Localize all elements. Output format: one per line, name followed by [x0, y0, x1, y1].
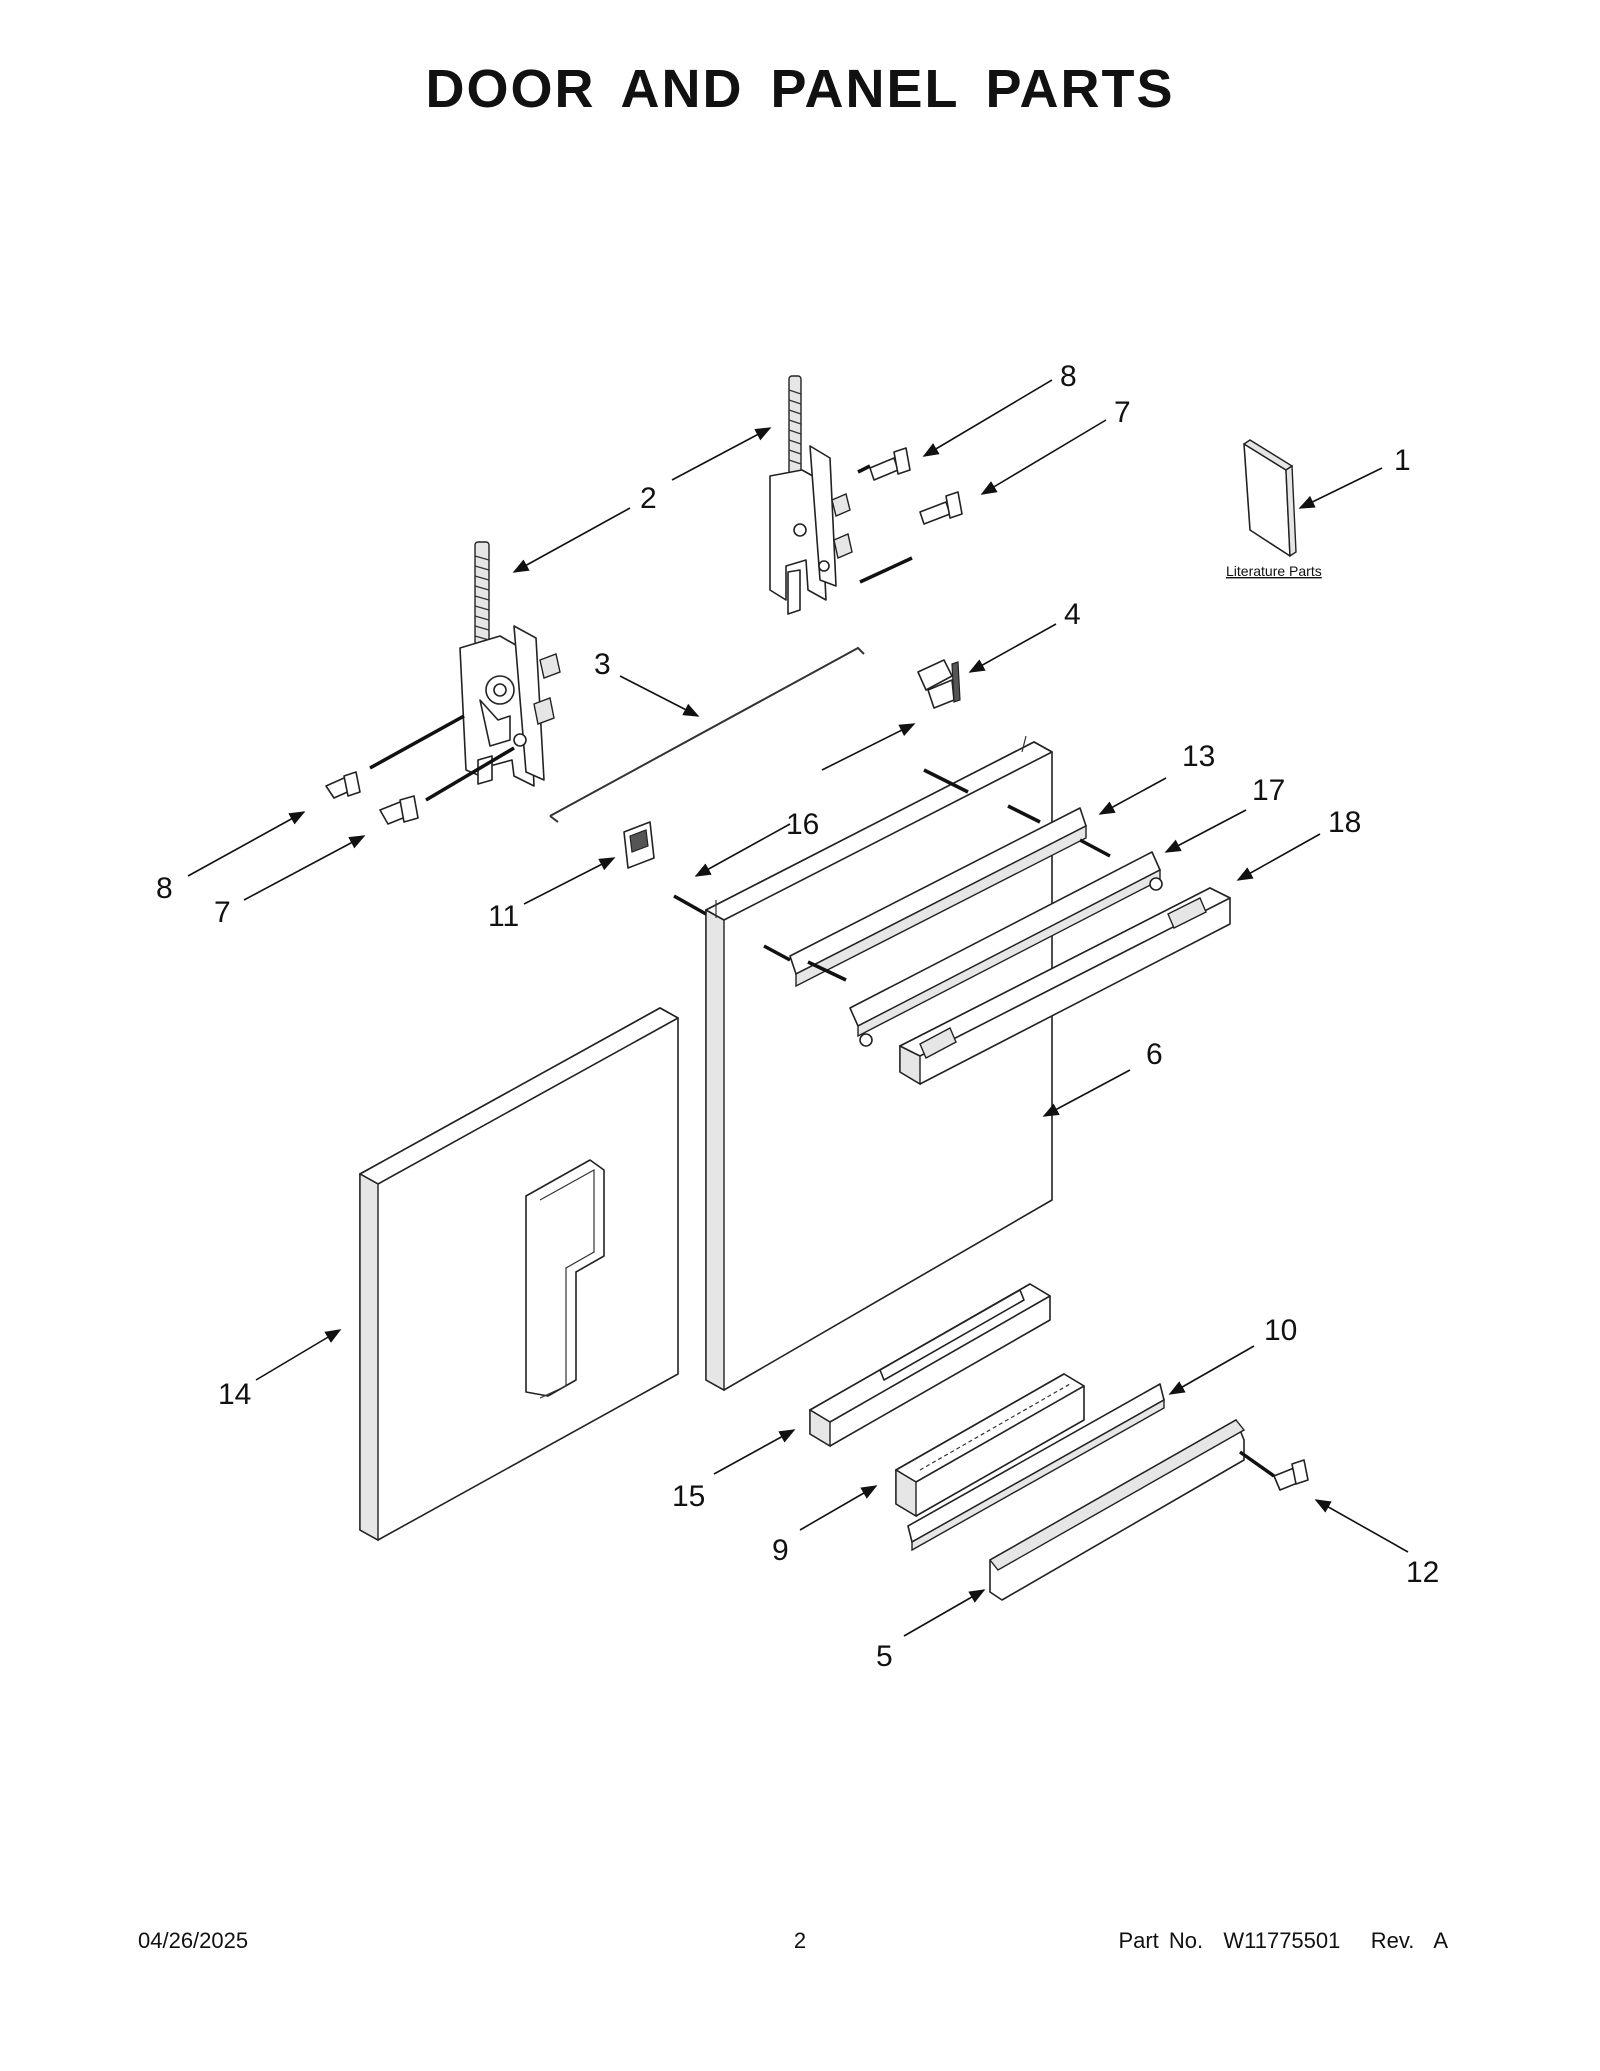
callout-12: 12	[1406, 1556, 1439, 1589]
callout-4: 4	[1064, 598, 1081, 631]
screw-7-left	[379, 795, 419, 825]
callout-8-left: 8	[156, 872, 173, 905]
callout-7-left: 7	[214, 896, 231, 929]
kick-plate-part-5	[988, 1419, 1246, 1601]
assembly-lines	[369, 464, 1276, 1478]
screw-7-right	[919, 491, 963, 525]
callout-17: 17	[1252, 774, 1285, 807]
callout-14: 14	[218, 1378, 251, 1411]
callout-11: 11	[488, 900, 519, 933]
callout-15: 15	[672, 1480, 705, 1513]
callout-6: 6	[1146, 1038, 1163, 1071]
clip-part-4	[917, 659, 961, 709]
screw-8-right	[869, 447, 911, 481]
bracket-part-11	[623, 821, 655, 869]
rod-part-3	[549, 646, 865, 823]
door-panel-part-6	[705, 735, 1053, 1392]
block-part-15	[809, 1283, 1051, 1448]
callout-7-right: 7	[1114, 396, 1131, 429]
strip-part-13	[789, 807, 1087, 988]
rail-part-17	[849, 851, 1163, 1047]
callout-3: 3	[594, 648, 611, 681]
screw-part-12	[1273, 1459, 1309, 1491]
toe-plate-part-9	[895, 1373, 1085, 1518]
callout-16: 16	[786, 808, 819, 841]
footer-part-number: Part No. W11775501 Rev. A	[1118, 1928, 1448, 1953]
callout-5: 5	[876, 1640, 893, 1673]
page-title: DOOR AND PANEL PARTS	[425, 59, 1175, 119]
insulation-panel-part-14	[359, 1007, 679, 1542]
strip-part-10	[907, 1383, 1165, 1552]
callout-18: 18	[1328, 806, 1361, 839]
footer-date: 04/26/2025	[138, 1928, 249, 1953]
hinge-right	[769, 375, 853, 615]
callout-2: 2	[640, 482, 657, 515]
callout-1: 1	[1394, 444, 1411, 477]
callout-labels: 1 Literature Parts 8 7 2 3 4 8 7 11 16 1…	[156, 360, 1439, 1673]
screw-8-left	[325, 771, 361, 799]
leader-arrows	[187, 379, 1409, 1637]
literature-parts-label: Literature Parts	[1226, 563, 1322, 579]
hinge-left	[459, 541, 561, 787]
handle-part-18	[899, 887, 1231, 1086]
callout-10: 10	[1264, 1314, 1297, 1347]
literature-part	[1242, 439, 1297, 558]
footer-page-number: 2	[793, 1928, 807, 1953]
callout-13: 13	[1182, 740, 1215, 773]
callout-8-right: 8	[1060, 360, 1077, 393]
callout-9: 9	[772, 1534, 789, 1567]
